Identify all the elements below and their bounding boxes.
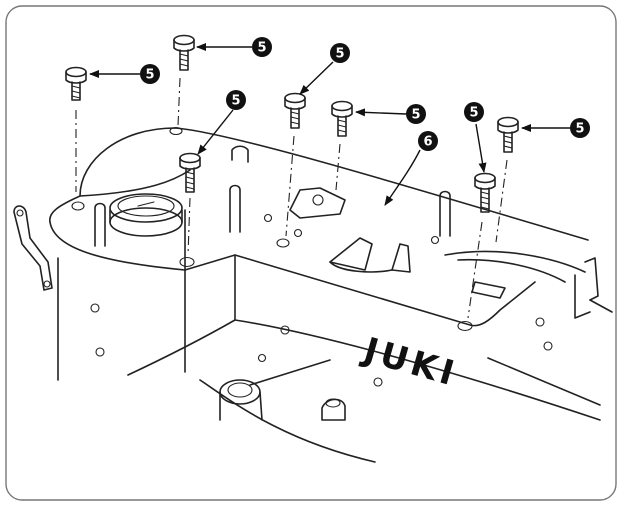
side-bracket — [13, 205, 53, 291]
top-cover — [49, 126, 599, 332]
callout-label: 5 — [257, 41, 266, 56]
callout-badge: 6 — [418, 131, 438, 151]
screw-d — [284, 92, 306, 237]
callout-badge: 5 — [570, 118, 590, 138]
leader-arrows — [89, 43, 570, 206]
callout-badge: 5 — [226, 90, 246, 110]
callout-label: 5 — [145, 68, 154, 83]
callout-badge: 5 — [252, 37, 272, 57]
callout-label: 6 — [423, 135, 432, 150]
screw-c — [179, 152, 201, 256]
lower-knob — [219, 379, 346, 421]
tension-dial — [109, 193, 183, 237]
callout-label: 5 — [575, 122, 584, 137]
callouts: 5 5 5 5 5 5 5 6 — [140, 37, 590, 151]
screw-e — [331, 100, 353, 191]
callout-label: 5 — [411, 108, 420, 123]
callout-label: 5 — [469, 106, 478, 121]
screw-g — [495, 116, 519, 243]
callout-badge: 5 — [406, 104, 426, 124]
callout-badge: 5 — [464, 102, 484, 122]
screws — [65, 34, 519, 319]
screw-f — [467, 172, 496, 319]
callout-label: 5 — [335, 47, 344, 62]
machine-bed — [57, 209, 613, 463]
thread-guides — [94, 145, 506, 299]
callout-label: 5 — [231, 94, 240, 109]
screw-b — [173, 34, 195, 127]
screw-a — [65, 66, 87, 192]
callout-badge: 5 — [140, 64, 160, 84]
callout-badge: 5 — [330, 43, 350, 63]
diagram-frame — [5, 5, 617, 501]
